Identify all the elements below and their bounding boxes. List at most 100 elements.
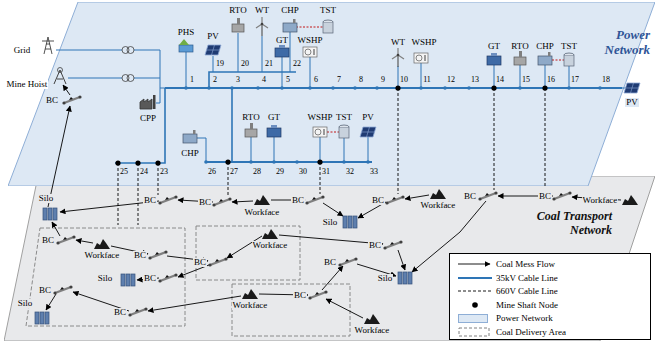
bc-part bbox=[148, 256, 151, 259]
legend-text: 35kV Cable Line bbox=[496, 272, 558, 284]
wshp-part bbox=[313, 49, 315, 55]
pv-part bbox=[624, 83, 640, 93]
wf-part bbox=[242, 289, 258, 299]
bus-line bbox=[115, 88, 165, 163]
bus-number: 16 bbox=[546, 76, 556, 84]
legend-box: Coal Mess Flow35kV Cable Line660V Cable … bbox=[449, 253, 651, 340]
rto-part bbox=[232, 24, 244, 32]
bus-node bbox=[353, 86, 357, 90]
bus-line bbox=[206, 161, 372, 163]
device-link bbox=[251, 137, 252, 162]
feeder-line bbox=[68, 78, 122, 79]
tower-icon bbox=[42, 37, 54, 54]
gt-part bbox=[487, 56, 501, 65]
bus-number: 19 bbox=[215, 60, 225, 68]
device-label: Silo bbox=[377, 274, 394, 283]
bc-icon bbox=[305, 195, 324, 204]
bus-number: 30 bbox=[298, 168, 308, 176]
bc-part bbox=[554, 193, 570, 199]
heat-link bbox=[296, 27, 323, 28]
device-label: PV bbox=[361, 113, 375, 122]
wshp-icon bbox=[313, 127, 327, 137]
wf-part bbox=[254, 195, 270, 205]
device-label: PV bbox=[206, 32, 220, 41]
device-label: CHP bbox=[180, 149, 200, 158]
bc-part bbox=[385, 242, 401, 248]
bc-part bbox=[62, 101, 65, 104]
bc-part bbox=[321, 195, 324, 198]
wf-part bbox=[622, 195, 638, 205]
bus-number: 4 bbox=[261, 76, 267, 84]
device-link bbox=[310, 57, 311, 88]
device-label: BC bbox=[143, 274, 157, 283]
bc-part bbox=[480, 193, 496, 199]
tst-part bbox=[339, 127, 349, 138]
bc-icon bbox=[62, 95, 81, 104]
bus-number: 31 bbox=[321, 168, 331, 176]
bus-number: 22 bbox=[292, 60, 302, 68]
rto-part bbox=[237, 18, 240, 24]
cable-660v bbox=[398, 88, 399, 194]
phs-part bbox=[179, 45, 193, 52]
wt-part bbox=[397, 54, 400, 57]
coal-flow bbox=[322, 266, 343, 290]
bc-part bbox=[69, 97, 73, 100]
wt-icon bbox=[392, 48, 404, 67]
plane-shape bbox=[8, 2, 655, 186]
device-label: Workface bbox=[244, 208, 281, 217]
bc-icon bbox=[478, 191, 497, 200]
silo-part bbox=[398, 272, 402, 284]
bc-part bbox=[208, 263, 211, 266]
legend-line bbox=[458, 277, 492, 279]
tst-part bbox=[564, 53, 574, 55]
heat-link bbox=[327, 132, 339, 133]
device-label: BC bbox=[323, 258, 337, 267]
bus-node bbox=[318, 160, 322, 164]
rto-icon bbox=[232, 18, 244, 32]
legend-swatch bbox=[458, 314, 488, 323]
bus-line bbox=[231, 88, 233, 162]
mine-shaft-node bbox=[491, 85, 496, 90]
coal-flow bbox=[232, 201, 253, 202]
device-label: BC bbox=[371, 196, 385, 205]
cpp-part bbox=[140, 99, 152, 109]
bc-icon bbox=[148, 250, 167, 259]
bc-part bbox=[494, 191, 497, 194]
bus-number: 28 bbox=[252, 168, 262, 176]
device-label: CPP bbox=[139, 114, 157, 123]
bc-icon bbox=[158, 195, 177, 204]
bc-icon bbox=[212, 197, 231, 206]
silo-icon bbox=[43, 208, 57, 220]
gt-part bbox=[279, 45, 285, 48]
rto-icon bbox=[245, 123, 257, 137]
bc-part bbox=[212, 203, 215, 206]
bus-number: 10 bbox=[399, 76, 409, 84]
device-label: BC bbox=[293, 291, 307, 300]
wf-part bbox=[94, 239, 110, 249]
device-label: BC bbox=[113, 308, 127, 317]
wt-part bbox=[256, 17, 268, 28]
coal-flow bbox=[52, 222, 60, 236]
bus-number: 27 bbox=[229, 168, 239, 176]
silo-part bbox=[48, 208, 52, 220]
feeder-line bbox=[134, 78, 160, 79]
wt-part bbox=[261, 23, 264, 26]
bus-node bbox=[467, 86, 471, 90]
bc-icon bbox=[158, 273, 177, 282]
coal-flow bbox=[46, 294, 56, 310]
bus-number: 14 bbox=[495, 76, 505, 84]
tr-part bbox=[127, 75, 134, 82]
device-label: WSHP bbox=[410, 38, 437, 47]
pv-icon bbox=[205, 45, 221, 55]
device-label: Workface bbox=[84, 251, 121, 260]
bc-part bbox=[55, 287, 71, 293]
bus-node bbox=[136, 161, 140, 165]
device-label: TST bbox=[335, 113, 353, 122]
bc-part bbox=[390, 242, 394, 245]
bc-part bbox=[60, 287, 64, 290]
bc-icon bbox=[56, 235, 75, 244]
silo-part bbox=[343, 216, 347, 228]
device-label: RTO bbox=[241, 113, 260, 122]
bus-node bbox=[280, 86, 284, 90]
device-label: GT bbox=[487, 42, 501, 51]
